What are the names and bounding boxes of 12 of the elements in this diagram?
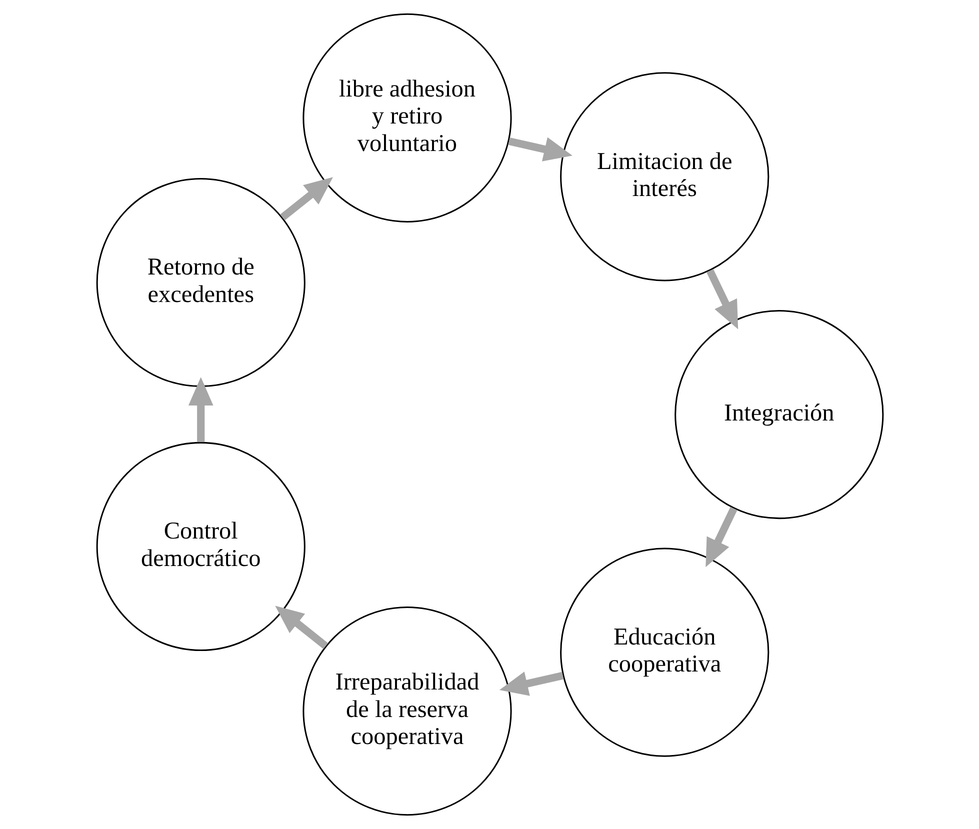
node-circle: Irreparabilidad de la reserva cooperativa <box>302 606 512 816</box>
arrow <box>705 506 737 568</box>
arrow <box>274 606 328 649</box>
arrow <box>498 672 564 696</box>
arrow <box>188 377 213 442</box>
node-circle: Educación cooperativa <box>560 548 769 757</box>
arrow <box>706 269 738 330</box>
node-circle: Limitacion de interés <box>560 72 769 282</box>
node-circle: Retorno de excedentes <box>96 178 305 388</box>
arrow <box>508 137 572 162</box>
arrow <box>280 177 332 220</box>
node-circle: Integración <box>674 310 884 520</box>
